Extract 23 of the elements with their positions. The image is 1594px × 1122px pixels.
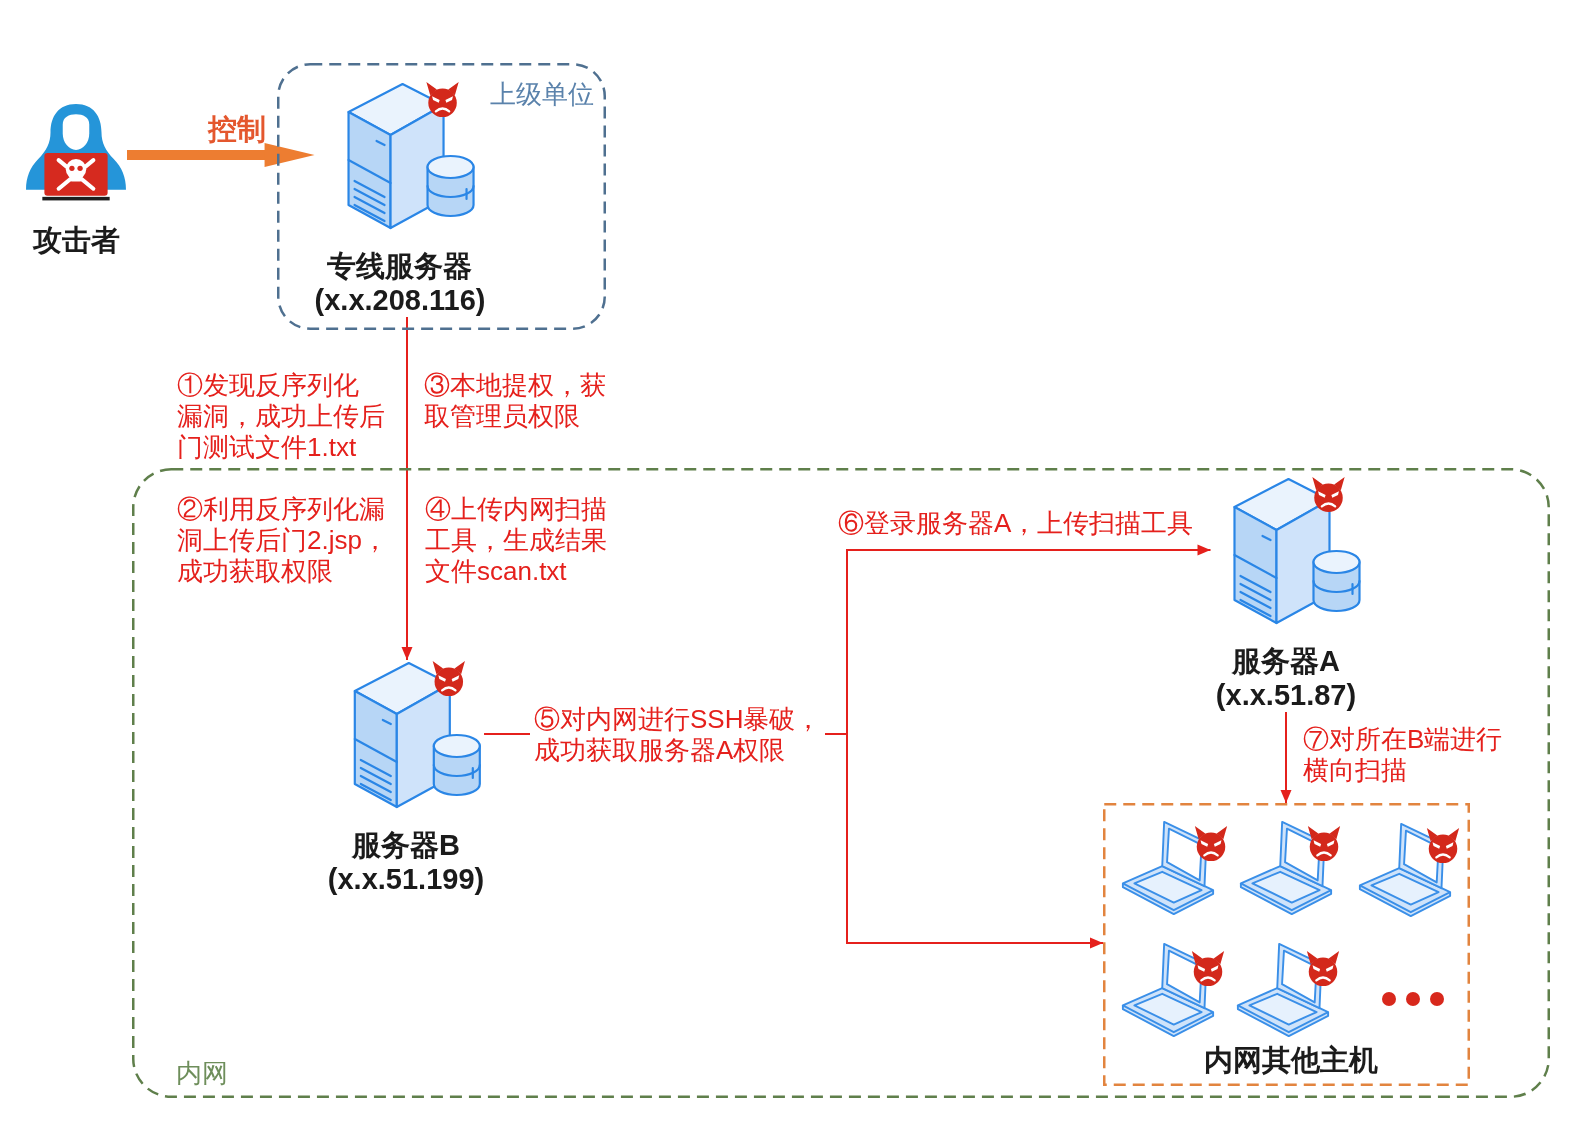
ip-address: (x.x.208.116) xyxy=(314,283,486,317)
step-note: ①发现反序列化漏洞，成功上传后门测试文件1.txt xyxy=(177,370,385,463)
group-label: 内网其他主机 xyxy=(1204,1043,1378,1078)
server-name: 服务器A xyxy=(1232,644,1340,678)
ip-address: (x.x.51.87) xyxy=(1215,678,1357,712)
edge-label: 控制 xyxy=(208,112,266,146)
step-note: ②利用反序列化漏洞上传后门2.jsp，成功获取权限 xyxy=(177,494,388,587)
zone-label: 内网 xyxy=(176,1057,228,1090)
edge-label: ⑦对所在B端进行横向扫描 xyxy=(1303,724,1503,786)
step-note: ③本地提权，获取管理员权限 xyxy=(424,370,606,432)
edge-label: ⑤对内网进行SSH暴破，成功获取服务器A权限 xyxy=(530,704,826,766)
step-note: ④上传内网扫描工具，生成结果文件scan.txt xyxy=(425,494,607,587)
zone-label: 上级单位 xyxy=(490,78,594,111)
server-name: 专线服务器 xyxy=(327,249,473,283)
server-name: 服务器B xyxy=(352,828,460,862)
edge-label: ⑥登录服务器A，上传扫描工具 xyxy=(838,508,1194,539)
arrow xyxy=(127,143,315,167)
zone-box xyxy=(277,63,606,330)
node-label: 攻击者 xyxy=(32,223,120,258)
host-group-box xyxy=(1103,803,1470,1086)
ip-address: (x.x.51.199) xyxy=(327,862,485,896)
arrow xyxy=(401,316,413,661)
arrow xyxy=(1280,711,1292,804)
